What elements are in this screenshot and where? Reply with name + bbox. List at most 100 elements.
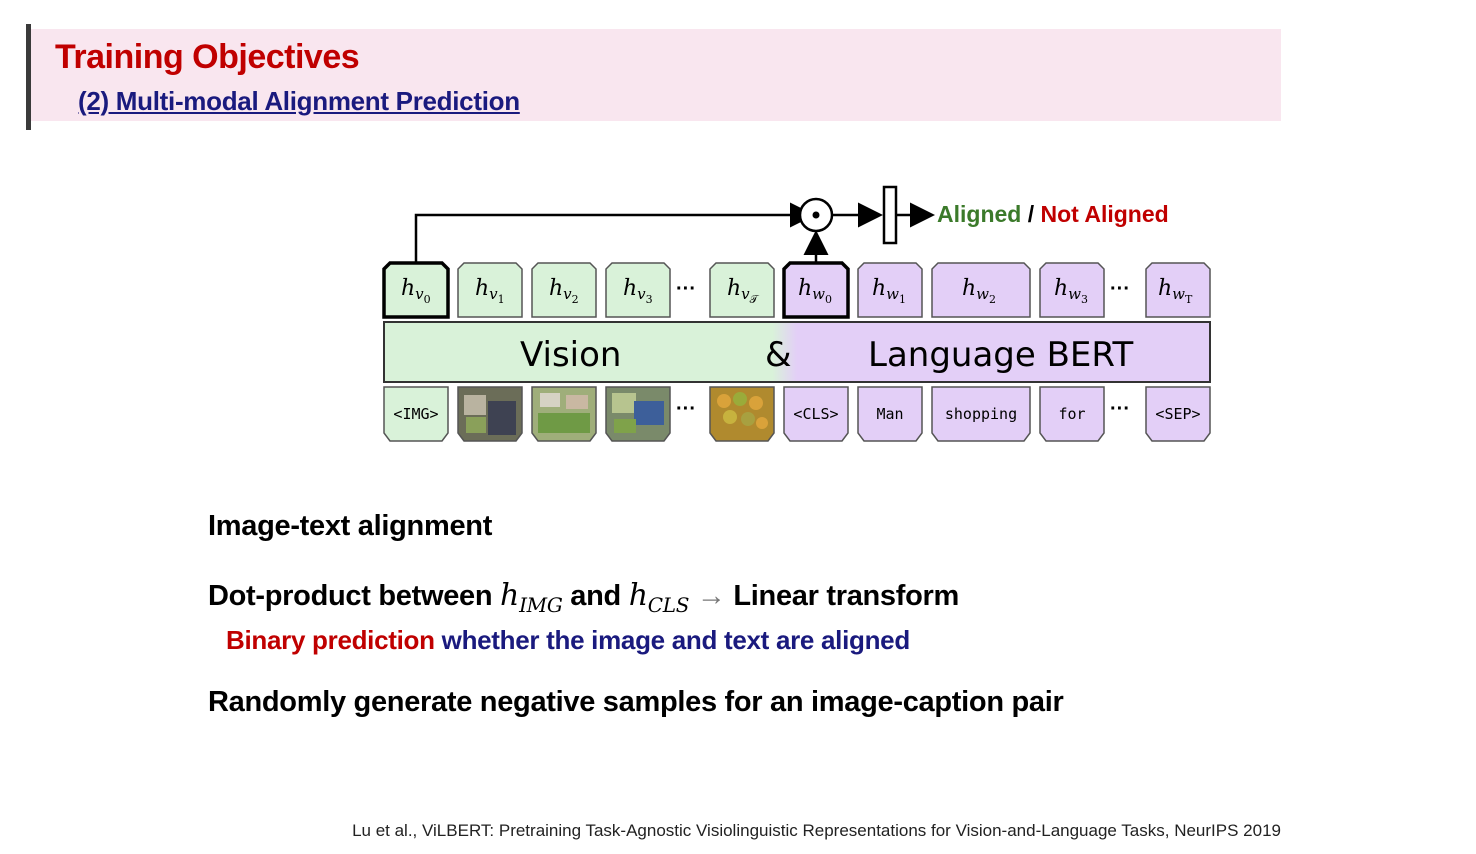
vision-input-ellipsis: ··· bbox=[676, 398, 696, 420]
image-region-T bbox=[709, 386, 775, 442]
hidden-state-hv0: hv0 bbox=[382, 261, 450, 319]
right-arrow-icon: → bbox=[689, 580, 734, 612]
math-h-cls: hCLS bbox=[628, 578, 690, 617]
input-token-label: <IMG> bbox=[393, 405, 438, 423]
hidden-sub: v bbox=[637, 285, 646, 303]
hidden-subsub: 2 bbox=[989, 293, 996, 306]
citation: Lu et al., ViLBERT: Pretraining Task-Agn… bbox=[352, 821, 1281, 840]
hidden-state-hv1: hv1 bbox=[457, 262, 523, 318]
bullet-text: Linear transform bbox=[733, 580, 960, 612]
input-token-shopping: shopping bbox=[931, 386, 1031, 442]
hidden-base: h bbox=[1054, 276, 1068, 301]
output-aligned-label: Aligned bbox=[937, 201, 1021, 227]
input-token-cls: <CLS> bbox=[783, 386, 849, 442]
input-token-label: <SEP> bbox=[1155, 405, 1200, 423]
output-not-aligned-label: Not Aligned bbox=[1041, 201, 1169, 227]
bullet-negative-samples: Randomly generate negative samples for a… bbox=[208, 686, 1064, 718]
svg-text:hw3: hw3 bbox=[1054, 276, 1088, 306]
input-token-sep: <SEP> bbox=[1145, 386, 1211, 442]
bullet-text: Dot-product between bbox=[208, 580, 501, 612]
hidden-base: h bbox=[623, 276, 637, 301]
word-hidden-ellipsis: ··· bbox=[1110, 278, 1130, 300]
hidden-state-row: hv0 hv1 hv2 hv3 ··· hv𝒯 hw0 hw1 h bbox=[382, 261, 1211, 319]
svg-text:hw0: hw0 bbox=[798, 276, 832, 306]
hidden-sub: v bbox=[563, 285, 572, 303]
binary-prediction-label: Binary prediction bbox=[226, 625, 435, 655]
hidden-base: h bbox=[727, 276, 741, 301]
hidden-state-hw0: hw0 bbox=[782, 261, 850, 319]
hidden-base: h bbox=[1158, 276, 1172, 301]
hidden-subsub: 𝒯 bbox=[750, 293, 760, 306]
hidden-base: h bbox=[962, 276, 976, 301]
svg-text:hv𝒯: hv𝒯 bbox=[727, 276, 760, 306]
hidden-state-hwT: hwT bbox=[1145, 262, 1211, 318]
hidden-sub: w bbox=[1068, 285, 1081, 303]
dot-product-symbol bbox=[812, 211, 820, 219]
binary-prediction-desc: whether the image and text are aligned bbox=[434, 625, 911, 655]
hidden-sub: v bbox=[415, 285, 424, 303]
hidden-subsub: 0 bbox=[424, 293, 431, 306]
svg-text:hwT: hwT bbox=[1158, 276, 1193, 306]
bullet-text: and bbox=[562, 580, 629, 612]
linear-layer-box bbox=[882, 185, 898, 245]
hidden-base: h bbox=[401, 276, 415, 301]
svg-text:hw1: hw1 bbox=[872, 276, 906, 306]
hidden-state-hw2: hw2 bbox=[931, 262, 1031, 318]
input-token-man: Man bbox=[857, 386, 923, 442]
hidden-sub: v bbox=[741, 285, 750, 303]
input-token-label: for bbox=[1058, 405, 1085, 423]
hidden-base: h bbox=[475, 276, 489, 301]
hidden-subsub: 3 bbox=[1081, 293, 1088, 306]
hidden-subsub: T bbox=[1185, 293, 1193, 306]
image-region-1 bbox=[457, 386, 523, 442]
hidden-base: h bbox=[872, 276, 886, 301]
bullet-image-text-alignment: Image-text alignment bbox=[208, 510, 493, 542]
svg-text:hv3: hv3 bbox=[623, 276, 653, 306]
hidden-state-hvT: hv𝒯 bbox=[709, 262, 775, 318]
hidden-subsub: 2 bbox=[572, 293, 579, 306]
input-token-img: <IMG> bbox=[383, 386, 449, 442]
hidden-state-hv2: hv2 bbox=[531, 262, 597, 318]
math-h-img: hIMG bbox=[500, 578, 563, 617]
hidden-sub: v bbox=[489, 285, 498, 303]
hidden-subsub: 1 bbox=[899, 293, 906, 306]
hidden-sub: w bbox=[886, 285, 899, 303]
vilbert-alignment-figure: Aligned / Not Aligned hv0 hv1 hv2 hv3 ··… bbox=[382, 185, 1211, 442]
header-accent-bar bbox=[26, 24, 31, 130]
vision-hidden-ellipsis: ··· bbox=[676, 278, 696, 300]
word-input-ellipsis: ··· bbox=[1110, 398, 1130, 420]
hidden-sub: w bbox=[1172, 285, 1185, 303]
image-region-2 bbox=[531, 386, 597, 442]
hidden-state-hw1: hw1 bbox=[857, 262, 923, 318]
hidden-state-hv3: hv3 bbox=[605, 262, 671, 318]
svg-text:hv2: hv2 bbox=[549, 276, 579, 306]
hidden-state-hw3: hw3 bbox=[1039, 262, 1105, 318]
bullet-dot-product: Dot-product between hIMG and hCLS → Line… bbox=[208, 578, 959, 617]
hidden-base: h bbox=[549, 276, 563, 301]
connector-line bbox=[414, 202, 815, 263]
input-row: <IMG> ··· bbox=[383, 386, 1211, 442]
hidden-subsub: 1 bbox=[498, 293, 505, 306]
vision-label: Vision bbox=[520, 335, 621, 375]
hidden-sub: w bbox=[812, 285, 825, 303]
image-region-3 bbox=[605, 386, 671, 442]
input-token-label: <CLS> bbox=[793, 405, 838, 423]
sub-bullet-binary-prediction: Binary prediction whether the image and … bbox=[226, 625, 910, 656]
hidden-subsub: 0 bbox=[825, 293, 832, 306]
ampersand-label: & bbox=[765, 335, 792, 375]
hidden-base: h bbox=[798, 276, 812, 301]
section-subtitle: (2) Multi-modal Alignment Prediction bbox=[78, 86, 520, 116]
input-token-label: Man bbox=[876, 405, 903, 423]
language-label: Language BERT bbox=[868, 335, 1134, 375]
hidden-subsub: 3 bbox=[646, 293, 653, 306]
page-title: Training Objectives bbox=[55, 38, 360, 76]
svg-text:hv1: hv1 bbox=[475, 276, 505, 306]
svg-text:Aligned / Not Aligned: Aligned / Not Aligned bbox=[937, 201, 1169, 227]
input-token-label: shopping bbox=[945, 405, 1017, 423]
hidden-sub: w bbox=[976, 285, 989, 303]
svg-text:hv0: hv0 bbox=[401, 276, 431, 306]
output-separator: / bbox=[1021, 201, 1040, 227]
vilbert-model-band bbox=[383, 321, 1211, 383]
header-band bbox=[31, 29, 1281, 121]
input-token-for: for bbox=[1039, 386, 1105, 442]
